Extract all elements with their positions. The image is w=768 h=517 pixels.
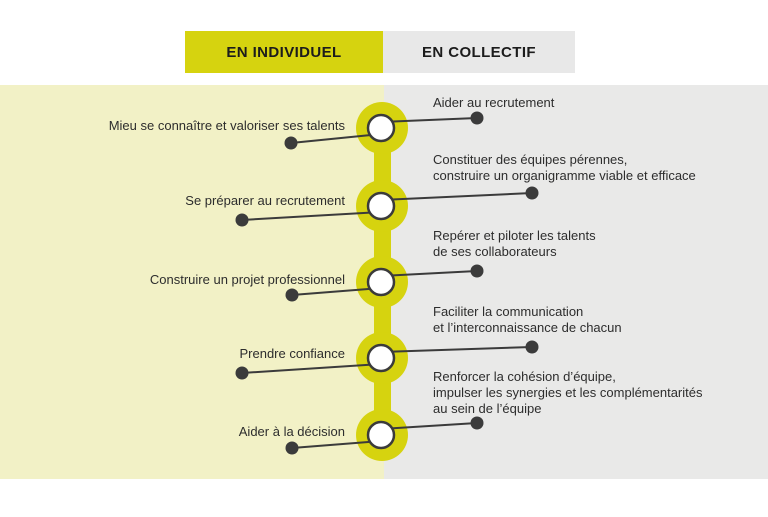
collective-label-5: Renforcer la cohésion d’équipe, impulser… — [433, 369, 703, 416]
individual-label-2: Se préparer au recrutement — [185, 193, 345, 208]
header-individual-label: EN INDIVIDUEL — [226, 43, 342, 61]
individual-label-4: Prendre confiance — [239, 346, 345, 361]
individual-label-5: Aider à la décision — [238, 424, 345, 439]
collective-label-3: Repérer et piloter les talents de ses co… — [433, 228, 596, 259]
individual-label-3: Construire un projet professionnel — [149, 272, 345, 287]
collective-label-1: Aider au recrutement — [433, 95, 555, 110]
header-individual: EN INDIVIDUEL — [185, 31, 383, 73]
collective-label-4: Faciliter la communication et l’intercon… — [433, 304, 622, 335]
collective-label-2: Constituer des équipes pérennes, constru… — [433, 152, 696, 183]
header-collective: EN COLLECTIF — [383, 31, 575, 73]
panel-individual — [0, 85, 384, 479]
header-collective-label: EN COLLECTIF — [422, 43, 536, 61]
individual-label-1: Mieu se connaître et valoriser ses talen… — [108, 118, 345, 133]
panel-collective — [384, 85, 768, 479]
